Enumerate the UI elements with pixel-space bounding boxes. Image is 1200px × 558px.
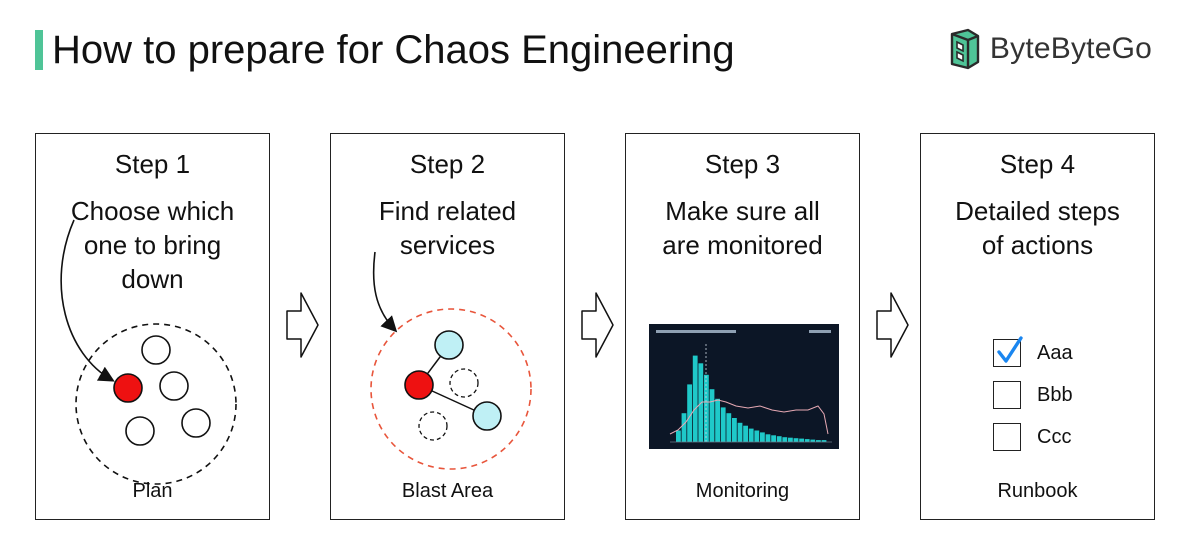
step-card-1: Step 1 Choose which one to bring down Pl…	[35, 133, 270, 520]
runbook-item-label: Aaa	[1037, 341, 1073, 364]
step-description-line: Detailed steps	[955, 196, 1120, 226]
plan-illustration	[60, 219, 237, 485]
step-card-4: Step 4 Detailed steps of actions Aaa Bbb…	[920, 133, 1155, 520]
step-caption: Runbook	[997, 480, 1078, 502]
step-description-line: down	[121, 264, 184, 294]
dashboard-header-bar	[809, 330, 831, 333]
step-description: Find related services	[337, 194, 558, 262]
step-title: Step 2	[409, 149, 486, 179]
brand-name: ByteByteGo	[989, 32, 1152, 65]
runbook-item: Aaa	[993, 332, 1073, 374]
next-arrow-icon	[581, 292, 614, 358]
page-title: How to prepare for Chaos Engineering	[52, 28, 735, 72]
runbook-item-label: Bbb	[1037, 383, 1073, 406]
checkbox-unchecked	[993, 423, 1021, 451]
blast-area-illustration	[370, 251, 532, 470]
bounce-rate-line	[669, 399, 829, 435]
pointer-arrow	[60, 219, 115, 382]
histogram-bar	[692, 355, 698, 442]
histogram-bar	[687, 384, 692, 442]
checkbox-checked	[993, 336, 1023, 367]
target-service-node	[404, 370, 434, 400]
checkbox-unchecked	[993, 381, 1021, 409]
histogram-bar	[799, 438, 804, 442]
service-node	[181, 408, 211, 438]
runbook-checklist: Aaa Bbb Ccc	[993, 332, 1073, 458]
histogram-bar	[743, 425, 748, 442]
step-description-line: one to bring	[83, 230, 222, 260]
histogram-bar	[765, 434, 771, 442]
histogram-bar	[720, 407, 726, 442]
bytebytego-logo-icon	[950, 28, 980, 70]
monitoring-dashboard-illustration	[649, 324, 839, 449]
histogram-bar	[788, 437, 793, 442]
histogram-bar	[771, 435, 776, 442]
histogram-bar	[704, 374, 709, 442]
histogram-bar	[821, 440, 827, 442]
histogram-bar	[760, 432, 765, 442]
step-description-line: Choose which	[70, 196, 235, 226]
histogram-bar	[816, 440, 821, 442]
brand: ByteByteGo	[948, 28, 1152, 70]
step-title: Step 3	[704, 149, 781, 179]
histogram-bar	[804, 439, 810, 442]
checkmark-icon	[997, 336, 1023, 363]
step-description-line: Make sure all	[665, 196, 820, 226]
unrelated-service-node	[418, 411, 448, 441]
step-description: Choose which one to bring down	[42, 194, 263, 296]
next-arrow-icon	[286, 292, 319, 358]
step-caption: Plan	[132, 480, 173, 502]
histogram-bar	[810, 439, 816, 442]
next-arrow-icon	[876, 292, 909, 358]
blast-radius-circle	[370, 308, 532, 470]
service-node	[125, 416, 155, 446]
related-service-node	[472, 401, 502, 431]
unrelated-service-node	[449, 368, 479, 398]
service-node	[141, 335, 171, 365]
step-description: Detailed steps of actions	[927, 194, 1148, 262]
histogram-bar	[793, 438, 799, 442]
histogram-bar	[732, 418, 737, 442]
histogram-bar	[709, 389, 715, 442]
step-title: Step 1	[114, 149, 191, 179]
runbook-item: Bbb	[993, 374, 1073, 416]
pointer-arrow	[372, 251, 398, 333]
runbook-item: Ccc	[993, 416, 1073, 458]
step-caption: Monitoring	[695, 480, 790, 502]
histogram-bar	[676, 430, 681, 442]
dashboard-header-bar	[656, 330, 736, 333]
runbook-item-label: Ccc	[1037, 425, 1072, 448]
step-card-3: Step 3 Make sure all are monitored Monit…	[625, 133, 860, 520]
title-accent-bar	[35, 30, 43, 70]
histogram-bar	[748, 428, 754, 442]
step-description-line: services	[399, 230, 496, 260]
step-caption: Blast Area	[401, 480, 494, 502]
step-card-2: Step 2 Find related services Blast Area	[330, 133, 565, 520]
related-service-node	[434, 330, 464, 360]
step-description-line: Find related	[378, 196, 517, 226]
histogram-bar	[726, 413, 732, 442]
histogram-bar	[681, 413, 687, 442]
histogram-bar	[782, 437, 788, 442]
histogram-bar	[737, 422, 743, 442]
histogram-bar	[715, 398, 720, 442]
service-boundary-circle	[75, 323, 237, 485]
target-service-node	[113, 373, 143, 403]
histogram-bar	[754, 430, 760, 442]
step-description-line: are monitored	[662, 230, 823, 260]
step-description: Make sure all are monitored	[632, 194, 853, 262]
histogram-bar	[776, 436, 782, 442]
step-title: Step 4	[999, 149, 1076, 179]
service-node	[159, 371, 189, 401]
step-description-line: of actions	[981, 230, 1094, 260]
